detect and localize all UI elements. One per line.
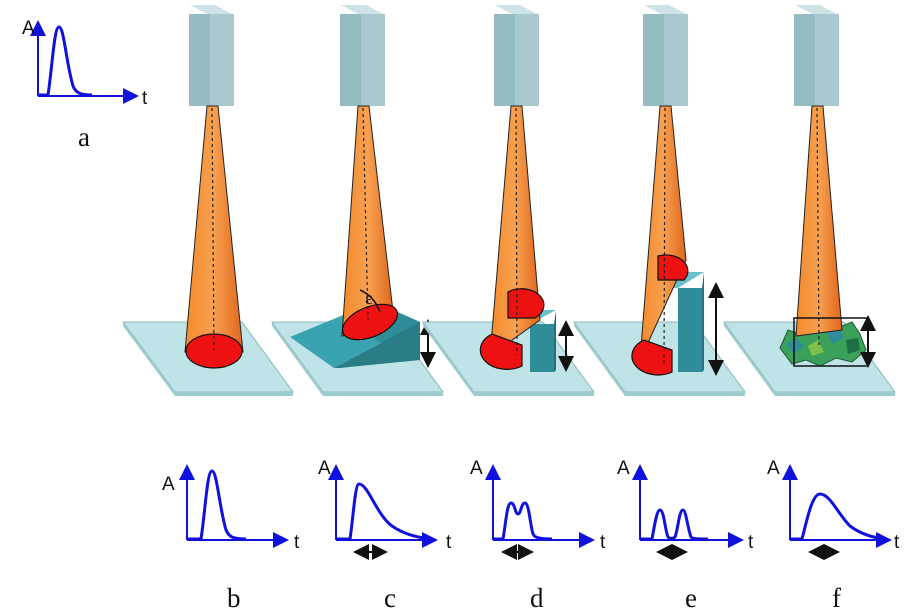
scene-c-inclined-surface: ε: [271, 5, 444, 396]
sensor-head-c: [340, 5, 385, 106]
axis-label-e-y: A: [617, 458, 630, 479]
panel-label-c: c: [384, 583, 396, 613]
beam-footprint-d-top: [507, 288, 545, 319]
axis-label-f-y: A: [767, 458, 780, 479]
signal-plot-e: A t e: [617, 458, 754, 613]
axis-label-e-x: t: [748, 532, 754, 553]
beam-footprint-e-top: [657, 254, 689, 281]
panel-label-b: b: [227, 583, 241, 613]
sensor-head-d: [494, 5, 539, 106]
scene-f-rough-surface: [723, 5, 896, 396]
beam-footprint-d-bottom: [479, 333, 523, 370]
panel-label-d: d: [530, 583, 544, 613]
laser-beam-f: [795, 105, 843, 337]
angle-arc-c: [359, 289, 381, 313]
beam-footprint-e-bottom: [631, 339, 673, 376]
axis-label-c-y: A: [318, 458, 331, 479]
axis-label-a-x: t: [142, 88, 148, 109]
step-block-e: [678, 288, 702, 372]
panel-label-a: a: [78, 122, 90, 152]
axis-label-b-y: A: [162, 474, 175, 495]
signal-plot-f: A t f: [767, 458, 900, 613]
laser-beam-b: [184, 105, 244, 353]
angle-symbol-c: ε: [365, 288, 373, 308]
beam-footprint-b: [185, 333, 243, 369]
signal-plot-b: A t b: [162, 464, 300, 613]
scene-e-tall-step: [573, 5, 746, 396]
laser-beam-e: [639, 105, 687, 361]
signal-plot-c: A t c: [318, 458, 452, 613]
panel-label-e: e: [685, 583, 697, 613]
step-block-d: [530, 324, 554, 372]
sensor-head-f: [794, 5, 839, 106]
sensor-head-e: [643, 5, 688, 106]
scene-d-small-step: [422, 5, 595, 396]
axis-label-c-x: t: [446, 532, 452, 553]
sensor-head-b: [189, 5, 234, 106]
axis-label-d-x: t: [600, 532, 606, 553]
beam-footprint-c: [341, 303, 399, 341]
axis-label-d-y: A: [470, 458, 483, 479]
axis-label-b-x: t: [294, 532, 300, 553]
axis-label-a-y: A: [22, 18, 35, 39]
scene-b-flat-surface: [122, 5, 294, 396]
signal-plot-d: A t d: [470, 458, 606, 613]
panel-label-f: f: [832, 583, 841, 613]
signal-plot-a: A t a: [22, 18, 148, 152]
axis-label-f-x: t: [894, 532, 900, 553]
